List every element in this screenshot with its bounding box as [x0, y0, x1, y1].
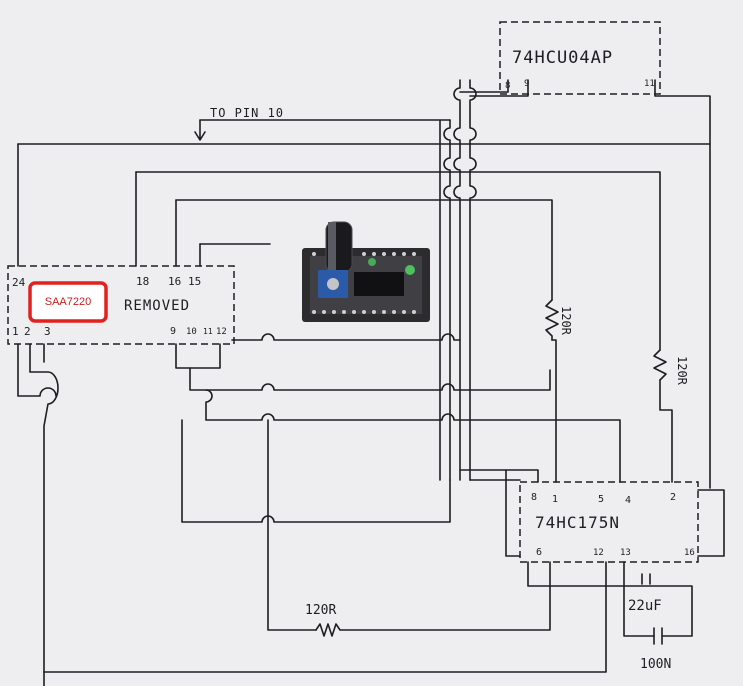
left-pin-9: 9 [170, 326, 176, 337]
wire-175-pin2 [659, 379, 673, 483]
left-pin-12: 12 [216, 327, 227, 337]
hc175-pin-6: 6 [536, 547, 542, 558]
left-pin-10: 10 [186, 327, 197, 337]
saa7220-badge-label: SAA7220 [45, 296, 91, 308]
pcb-ic [354, 272, 404, 296]
pcb-green-dot-2 [368, 258, 376, 266]
chip-removed-label: REMOVED [124, 298, 190, 314]
saa7220-badge-frame [28, 281, 108, 323]
hc175-pin-12: 12 [593, 548, 604, 558]
wire-pin11-h [205, 389, 621, 483]
hc175-pin-16: 16 [684, 548, 695, 558]
wire-175-pin1 [551, 339, 557, 483]
wire-h-200 [175, 199, 553, 301]
wire-175-right [697, 489, 725, 557]
wire-h-172 [135, 171, 661, 351]
wire-175-pin8 [459, 469, 539, 483]
saa7220-badge: SAA7220 [28, 281, 108, 323]
chip-saa7220-removed: 24 18 16 15 REMOVED 1 2 3 9 10 11 12 [7, 265, 235, 345]
wire-u04-pin9 [469, 79, 529, 97]
u04-pin-9: 9 [524, 79, 529, 89]
arrow-to-pin10 [194, 119, 206, 141]
left-pin-3: 3 [44, 325, 51, 338]
hc175-pin-8: 8 [531, 492, 537, 503]
chip-74hcu04ap-body [499, 21, 661, 95]
chip-74hc175n: 74HC175N 8 1 5 4 2 6 12 13 16 [519, 481, 699, 563]
wire-175-bottom-left [527, 561, 625, 587]
left-pin-1: 1 [12, 325, 19, 338]
left-pin-24: 24 [12, 276, 26, 289]
wire-268-down [267, 419, 317, 631]
to-pin-10-label: TO PIN 10 [210, 106, 284, 120]
wire-bus-b [453, 79, 461, 481]
hc175-pin-4: 4 [625, 495, 631, 506]
resistor-bottom [315, 561, 551, 637]
u04-pin-11: 11 [644, 79, 655, 89]
left-pin-16: 16 [168, 275, 181, 288]
resistor-mid [545, 299, 559, 341]
hc175-pin-5: 5 [598, 494, 604, 505]
resistor-mid-label: 120R [559, 306, 573, 336]
hc175-pin-1: 1 [552, 494, 558, 505]
left-pin-18: 18 [136, 275, 149, 288]
resistor-bottom-label: 120R [305, 603, 336, 618]
pcb-pin-row [312, 252, 416, 314]
wire-bus-a [469, 79, 477, 481]
resistor-right-label: 120R [675, 356, 689, 386]
resistor-right [653, 349, 667, 381]
pcb-photo [302, 221, 430, 322]
pcb-cap-stripe [328, 222, 336, 272]
left-pin-2: 2 [24, 325, 31, 338]
wire-pin9-10 [175, 343, 221, 369]
chip-74hc175n-body [519, 481, 699, 563]
wire-pin10-h [189, 367, 551, 391]
wire-u04-pin8 [459, 79, 509, 93]
wire-u04-pin11 [654, 79, 711, 145]
wire-pin2-down [29, 343, 59, 686]
hc175-pin-13: 13 [620, 548, 631, 558]
chip-removed-body [7, 265, 235, 345]
cap-100n-label: 100N [640, 657, 671, 672]
wire-cap-100n-right [623, 585, 693, 637]
left-pin-15: 15 [188, 275, 201, 288]
cap-22uf [641, 573, 651, 585]
left-pin-11: 11 [203, 327, 213, 336]
wire-pin1-loop [17, 343, 57, 397]
cap-22uf-label: 22uF [628, 598, 662, 614]
wire-bus-c [443, 119, 451, 481]
wire-175-left [505, 469, 521, 557]
hc175-pin-2: 2 [670, 492, 676, 503]
pcb-trimmer-knob [327, 278, 339, 290]
chip-74hc175n-label: 74HC175N [535, 513, 620, 532]
wires: TO PIN 10 120R [17, 79, 725, 686]
chip-74hcu04ap-label: 74HCU04AP [512, 48, 613, 68]
pcb-green-dot [405, 265, 415, 275]
wire-pin12-h [231, 333, 461, 341]
wire-bottom-672 [43, 561, 607, 673]
